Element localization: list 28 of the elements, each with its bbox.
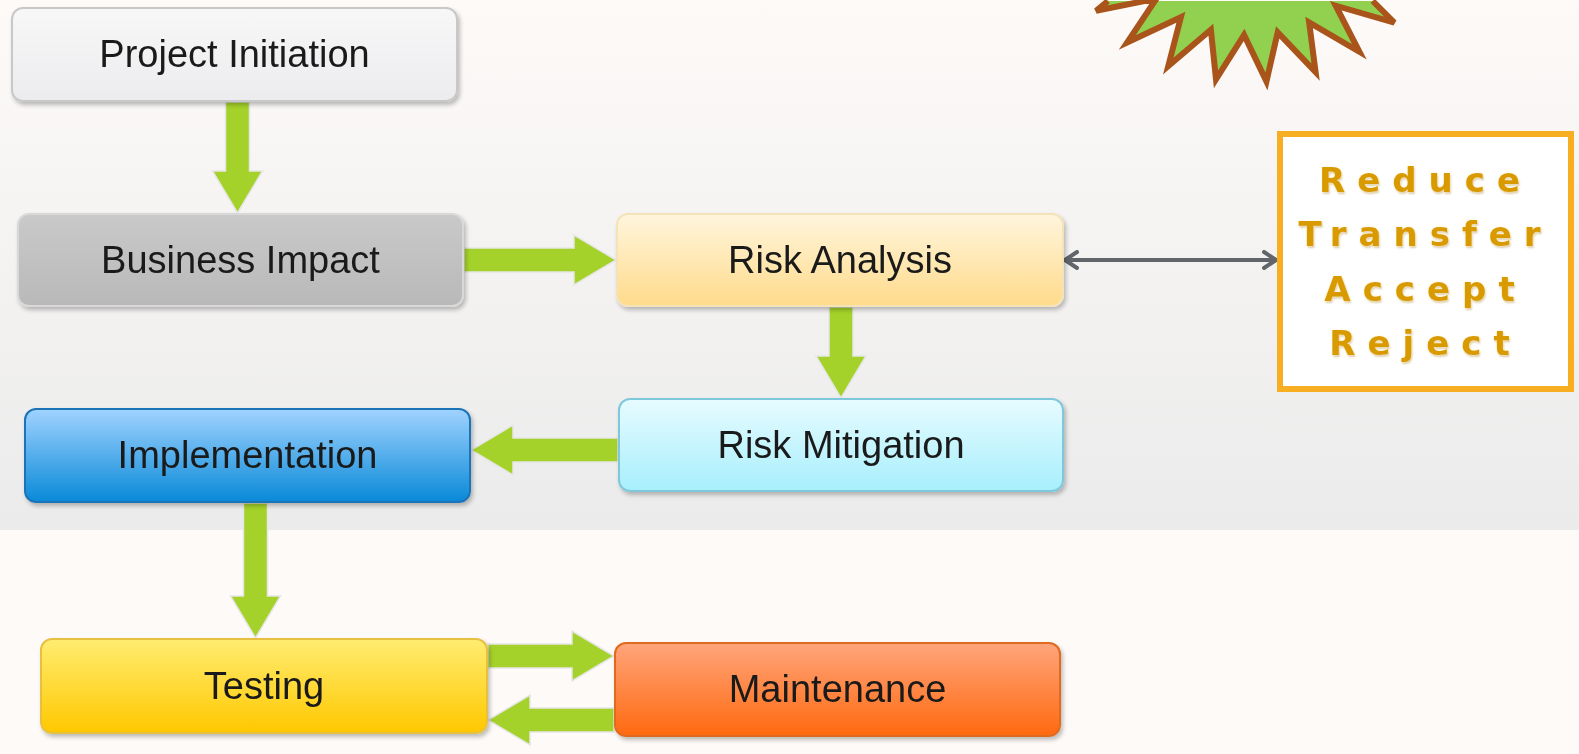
step-label: Project Initiation <box>99 33 370 76</box>
step-label: Risk Analysis <box>728 238 952 282</box>
process-box <box>11 7 458 102</box>
step-label: Maintenance <box>728 668 947 711</box>
block-arrow <box>229 502 282 640</box>
option-list-box <box>1277 131 1574 392</box>
step-label: Testing <box>203 664 325 708</box>
step-label: Business Impact <box>101 238 380 282</box>
block-arrow <box>814 306 868 400</box>
option-text: Reject <box>1329 321 1522 365</box>
block-arrow <box>487 629 616 683</box>
step-label: Implementation <box>117 434 378 477</box>
process-box <box>40 638 488 734</box>
starburst-shape <box>1093 0 1398 91</box>
process-box <box>17 213 464 307</box>
option-text: Accept <box>1324 267 1527 311</box>
process-box <box>614 642 1061 737</box>
process-box <box>618 398 1064 492</box>
process-box <box>24 408 471 503</box>
option-text: Reduce <box>1319 158 1532 202</box>
process-box <box>616 213 1064 307</box>
block-arrow <box>463 233 618 287</box>
block-arrow <box>211 101 264 215</box>
option-text: Transfer <box>1298 213 1553 257</box>
block-arrow <box>469 423 619 477</box>
double-arrow <box>1063 250 1278 270</box>
step-label: Risk Mitigation <box>717 423 965 467</box>
block-arrow <box>486 693 615 747</box>
